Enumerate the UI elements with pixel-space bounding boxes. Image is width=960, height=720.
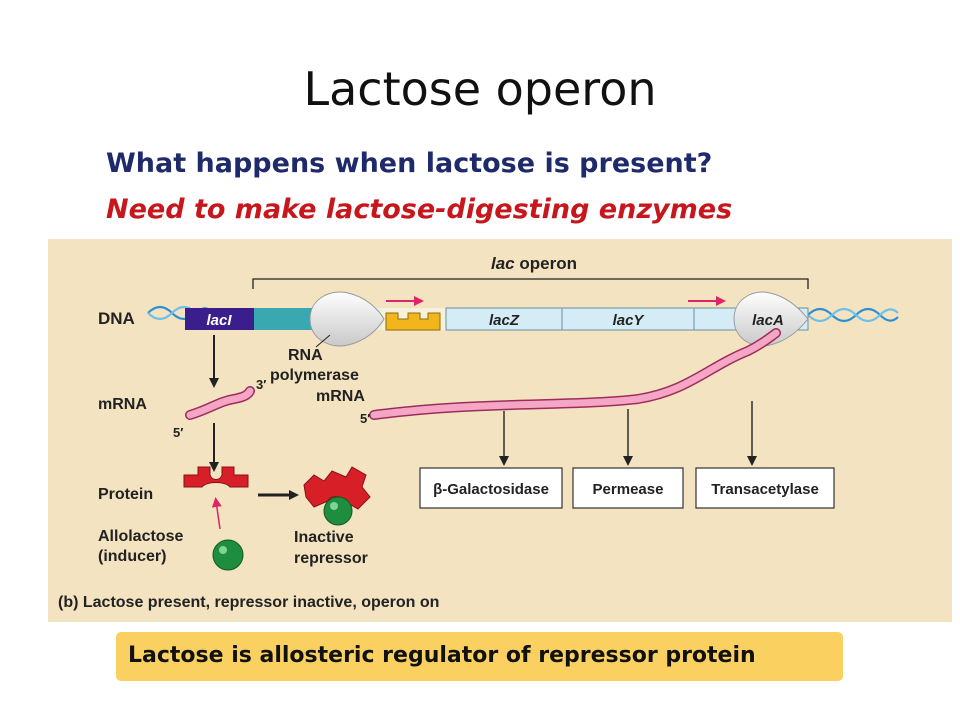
laci-mrna-3prime: 3′ — [256, 377, 266, 392]
enzyme-transacetylase-label: Transacetylase — [711, 481, 819, 498]
laci-mrna-fill — [186, 387, 254, 419]
enzyme-permease-label: Permease — [593, 481, 664, 498]
laci-gene — [185, 308, 254, 330]
protein-label: Protein — [98, 486, 153, 503]
diagram-panel — [48, 239, 952, 622]
bound-inducer-highlight — [330, 502, 338, 510]
lacz-label: lacZ — [489, 312, 520, 329]
dna-helix-right — [807, 307, 899, 323]
inducer-binding-arrow — [211, 497, 222, 530]
rna-polymerase-left — [309, 291, 385, 347]
rna-polymerase-pointer — [315, 334, 331, 348]
slide-question: What happens when lactose is present? — [106, 148, 713, 179]
laci-mrna-5prime: 5′ — [173, 425, 183, 440]
laci-label: lacI — [206, 312, 232, 329]
operon-mrna-5prime: 5′ — [360, 411, 370, 426]
laci-mrna-label: mRNA — [98, 396, 147, 413]
lacy-label: lacY — [613, 312, 646, 329]
lac-operon-diagram: lac operon DNA lacI lacZ lacY lacA — [48, 239, 952, 622]
slide-subtitle: Need to make lactose-digesting enzymes — [106, 194, 733, 225]
key-point-text: Lactose is allosteric regulator of repre… — [128, 643, 756, 668]
enzyme-box-galactosidase — [419, 467, 563, 509]
operon-mrna-label: mRNA — [316, 388, 365, 405]
slide-title: Lactose operon — [303, 62, 657, 116]
figure-caption: (b) Lactose present, repressor inactive,… — [58, 594, 439, 611]
rna-polymerase-label-2: polymerase — [270, 367, 359, 384]
operon-mrna-fill — [370, 329, 780, 419]
enzyme-galactosidase-label: β-Galactosidase — [433, 481, 549, 498]
allolactose-label-1: Allolactose — [98, 528, 183, 545]
inactive-repressor-label-2: repressor — [294, 550, 368, 567]
allolactose-highlight — [219, 546, 227, 554]
key-point-banner: Lactose is allosteric regulator of repre… — [116, 632, 843, 681]
inactive-repressor-label-1: Inactive — [294, 529, 354, 546]
rna-polymerase-label-1: RNA — [288, 347, 323, 364]
operon-bracket — [252, 278, 809, 289]
promoter-region — [254, 308, 312, 330]
allolactose-label-2: (inducer) — [98, 548, 166, 565]
dna-label: DNA — [98, 309, 135, 328]
allolactose-molecule — [212, 539, 244, 571]
operator-site — [385, 312, 441, 331]
repressor-protein — [183, 466, 249, 488]
bound-inducer — [323, 496, 353, 526]
enzyme-box-transacetylase — [695, 467, 835, 509]
enzyme-box-permease — [572, 467, 684, 509]
operon-label: lac operon — [491, 254, 577, 273]
laca-label: lacA — [752, 312, 784, 329]
